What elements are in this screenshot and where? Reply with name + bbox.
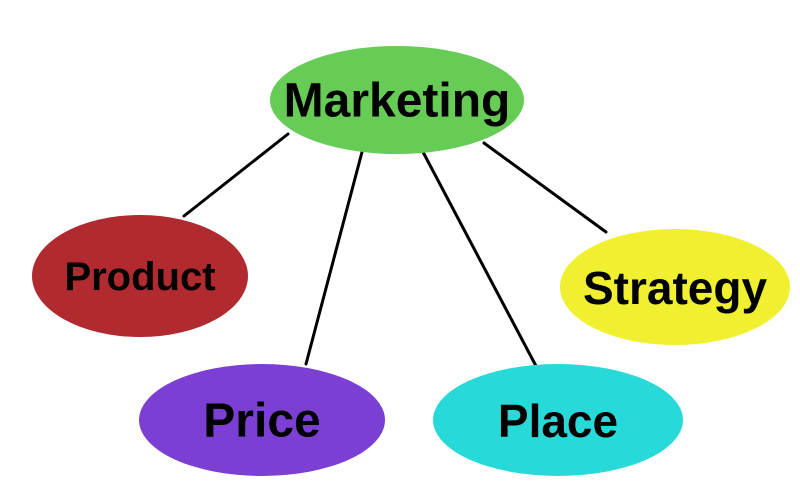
node-marketing[interactable]: Marketing — [270, 46, 524, 154]
connector-marketing-to-place — [421, 150, 538, 368]
node-label-place: Place — [498, 395, 618, 447]
node-shape-place[interactable] — [433, 364, 683, 476]
node-label-price: Price — [203, 395, 320, 448]
connector-marketing-to-strategy — [482, 141, 608, 234]
node-place[interactable]: Place — [433, 364, 683, 476]
node-label-strategy: Strategy — [583, 262, 767, 314]
node-strategy[interactable]: Strategy — [560, 229, 790, 345]
node-label-marketing: Marketing — [284, 75, 511, 128]
node-shape-marketing[interactable] — [270, 46, 524, 154]
node-shape-price[interactable] — [139, 364, 385, 476]
connector-marketing-to-price — [304, 150, 364, 366]
node-label-product: Product — [64, 255, 215, 299]
connector-marketing-to-product — [182, 132, 290, 218]
node-price[interactable]: Price — [139, 364, 385, 476]
node-shape-product[interactable] — [32, 215, 248, 337]
node-product[interactable]: Product — [32, 215, 248, 337]
node-shape-strategy[interactable] — [560, 229, 790, 345]
edges-layer — [182, 132, 608, 368]
